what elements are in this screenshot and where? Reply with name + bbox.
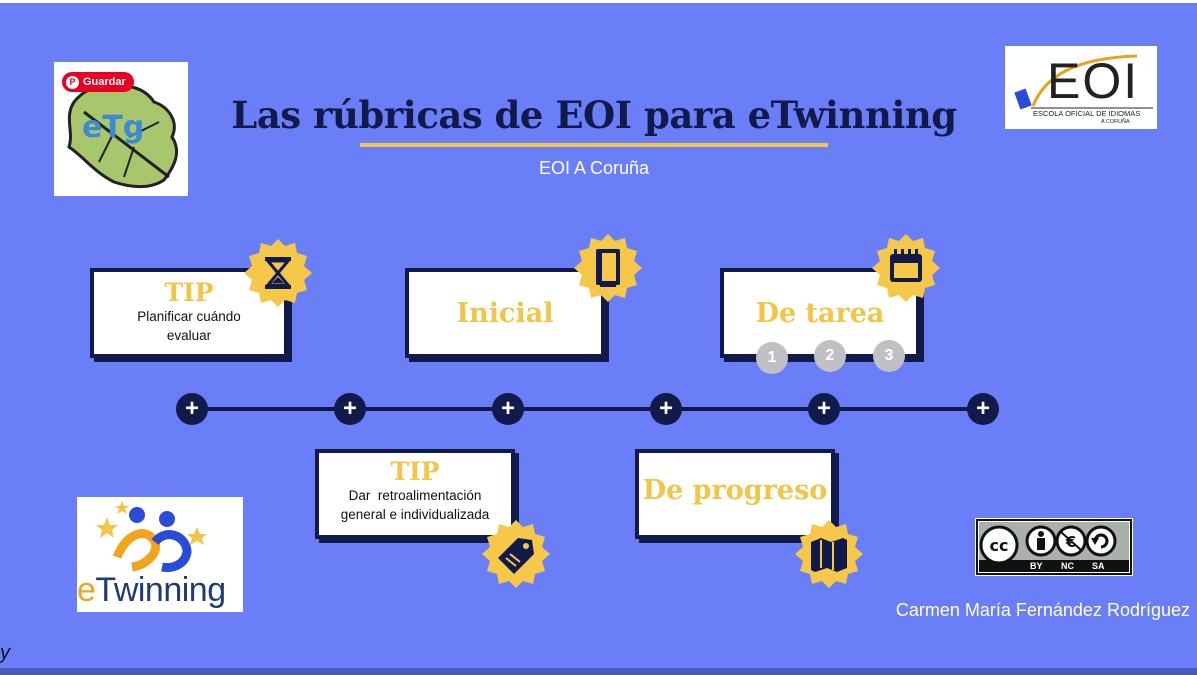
creative-commons-license[interactable]: cc € BY NC SA	[975, 518, 1133, 576]
de-tarea-heading: De tarea	[755, 298, 885, 329]
timeline-node-2[interactable]: +	[334, 393, 366, 425]
notebook-icon	[574, 234, 642, 302]
inicial-heading: Inicial	[456, 298, 554, 329]
de-progreso-heading: De progreso	[642, 475, 828, 506]
etwinning-wordmark: eTwinning	[77, 571, 226, 610]
pinterest-icon: P	[66, 75, 79, 89]
cc-label-sa: SA	[1092, 561, 1105, 571]
eoi-logo: EOI ESCOLA OFICIAL DE IDIOMAS A CORUÑA	[1005, 46, 1157, 129]
map-icon	[795, 520, 863, 588]
step-3-button[interactable]: 3	[873, 340, 905, 372]
timeline-node-6[interactable]: +	[967, 393, 999, 425]
tip-text-line2: evaluar	[166, 328, 212, 343]
top-edge	[0, 0, 1197, 3]
eoi-letters: EOI	[1047, 53, 1140, 109]
etwinning-logo: eTwinning	[77, 497, 243, 612]
tip-planning-box[interactable]: TIP Planificar cuándo evaluar	[90, 268, 288, 358]
etwinning-rest: Twinning	[95, 571, 226, 609]
corner-text: y	[0, 642, 10, 664]
hourglass-icon	[244, 239, 312, 307]
calendar-icon	[872, 234, 940, 302]
bottom-edge	[0, 668, 1197, 675]
tip-text-line2: general e individualizada	[340, 507, 490, 522]
tip-text-line1: Planificar cuándo	[137, 309, 241, 324]
step-1-button[interactable]: 1	[756, 342, 788, 374]
eoi-school-name: ESCOLA OFICIAL DE IDIOMAS	[1033, 109, 1141, 118]
timeline-node-3[interactable]: +	[492, 393, 524, 425]
eoi-city: A CORUÑA	[1101, 119, 1130, 125]
cc-label-by: BY	[1030, 561, 1043, 571]
etwinning-e: e	[77, 571, 96, 609]
tip-feedback-box[interactable]: TIP Dar retroalimentación general e indi…	[315, 449, 515, 539]
de-progreso-box[interactable]: De progreso	[635, 449, 835, 539]
tip-text-line1: Dar retroalimentación	[348, 488, 482, 503]
inicial-box[interactable]: Inicial	[405, 268, 605, 358]
etwinning-stars-icon	[96, 501, 207, 572]
author-name: Carmen María Fernández Rodríguez	[895, 600, 1190, 620]
svg-text:cc: cc	[990, 536, 1009, 555]
step-2-button[interactable]: 2	[814, 340, 846, 372]
timeline-node-4[interactable]: +	[650, 393, 682, 425]
etg-letters: eTg	[82, 110, 145, 145]
slide-title: Las rúbricas de EOI para eTwinning	[231, 93, 957, 137]
timeline-node-1[interactable]: +	[176, 393, 208, 425]
svg-text:€: €	[1065, 533, 1076, 551]
timeline-line	[192, 407, 984, 411]
cc-by-nc-sa-icon: cc €	[976, 519, 1132, 575]
pinterest-save-button[interactable]: P Guardar	[62, 72, 134, 92]
eoi-swoosh-icon	[1014, 54, 1153, 110]
price-tag-icon	[482, 520, 550, 588]
save-label: Guardar	[83, 76, 126, 88]
tip-heading: TIP	[390, 457, 440, 486]
timeline-node-5[interactable]: +	[808, 393, 840, 425]
cc-label-nc: NC	[1061, 561, 1074, 571]
title-underline	[360, 143, 828, 147]
slide-subtitle: EOI A Coruña	[538, 158, 650, 178]
tip-heading: TIP	[164, 278, 214, 307]
